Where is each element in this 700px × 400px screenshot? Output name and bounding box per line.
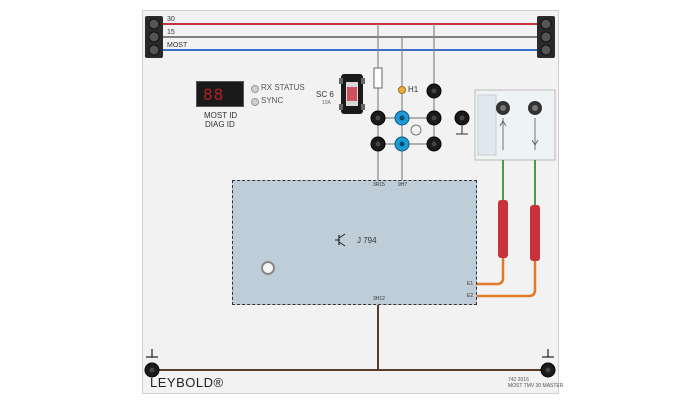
ecu-pin-3h12: 3H12 bbox=[373, 296, 385, 302]
ecu-pin-9h7: 9H7 bbox=[398, 182, 408, 188]
rail-label-most: MOST bbox=[167, 42, 188, 49]
brand-logo: LEYBOLD® bbox=[150, 375, 224, 390]
h1-led-icon bbox=[398, 86, 406, 94]
diag-socket-icon[interactable] bbox=[261, 261, 275, 275]
ecu-module: 3R15 9H7 3H12 E1 E2 J 794 bbox=[232, 180, 477, 305]
id-display: 88 bbox=[196, 81, 244, 107]
ground-terminal-left[interactable] bbox=[144, 349, 160, 378]
fuse-label: SC 6 bbox=[316, 90, 334, 99]
fuse-holder[interactable] bbox=[339, 74, 365, 114]
id-display-digits: 88 bbox=[203, 85, 225, 104]
ground-terminal-right[interactable] bbox=[540, 349, 556, 378]
sync-label: SYNC bbox=[261, 96, 284, 105]
fiber-e1-line bbox=[477, 258, 505, 286]
jack-row-2 bbox=[370, 136, 442, 152]
ecu-pin-e1: E1 bbox=[467, 281, 474, 287]
ground-icon-small bbox=[456, 126, 468, 135]
jack-row-1 bbox=[370, 110, 470, 126]
ecu-name: J 794 bbox=[357, 236, 377, 245]
fuse-rating: 10A bbox=[322, 100, 331, 106]
fiber-sleeve-1 bbox=[498, 200, 508, 258]
footer-line-2: MOST TMV 30 MASTER bbox=[508, 382, 564, 389]
fiber-e2-line bbox=[477, 261, 537, 298]
terminal-block-right bbox=[537, 16, 555, 58]
fuse-symbol bbox=[373, 67, 383, 89]
transistor-icon bbox=[333, 233, 347, 247]
footer-code: 742 2016 MOST TMV 30 MASTER bbox=[508, 377, 564, 389]
display-label-diag-id: DIAG ID bbox=[205, 120, 235, 129]
ecu-pin-e2: E2 bbox=[467, 293, 474, 299]
optical-connector-block[interactable] bbox=[474, 89, 556, 161]
sync-led-icon bbox=[251, 98, 259, 106]
rx-status-led-icon bbox=[251, 85, 259, 93]
h1-label: H1 bbox=[408, 85, 419, 94]
display-label-most-id: MOST ID bbox=[204, 111, 238, 120]
fiber-sleeve-2 bbox=[530, 205, 540, 261]
terminal-block-left bbox=[145, 16, 163, 58]
footer-line-1: 742 2016 bbox=[508, 377, 529, 383]
rx-status-label: RX STATUS bbox=[261, 83, 305, 92]
socket-icon bbox=[410, 124, 422, 136]
rail-label-15: 15 bbox=[167, 29, 175, 36]
ecu-pin-3r15: 3R15 bbox=[373, 182, 385, 188]
rail-label-30: 30 bbox=[167, 16, 175, 23]
